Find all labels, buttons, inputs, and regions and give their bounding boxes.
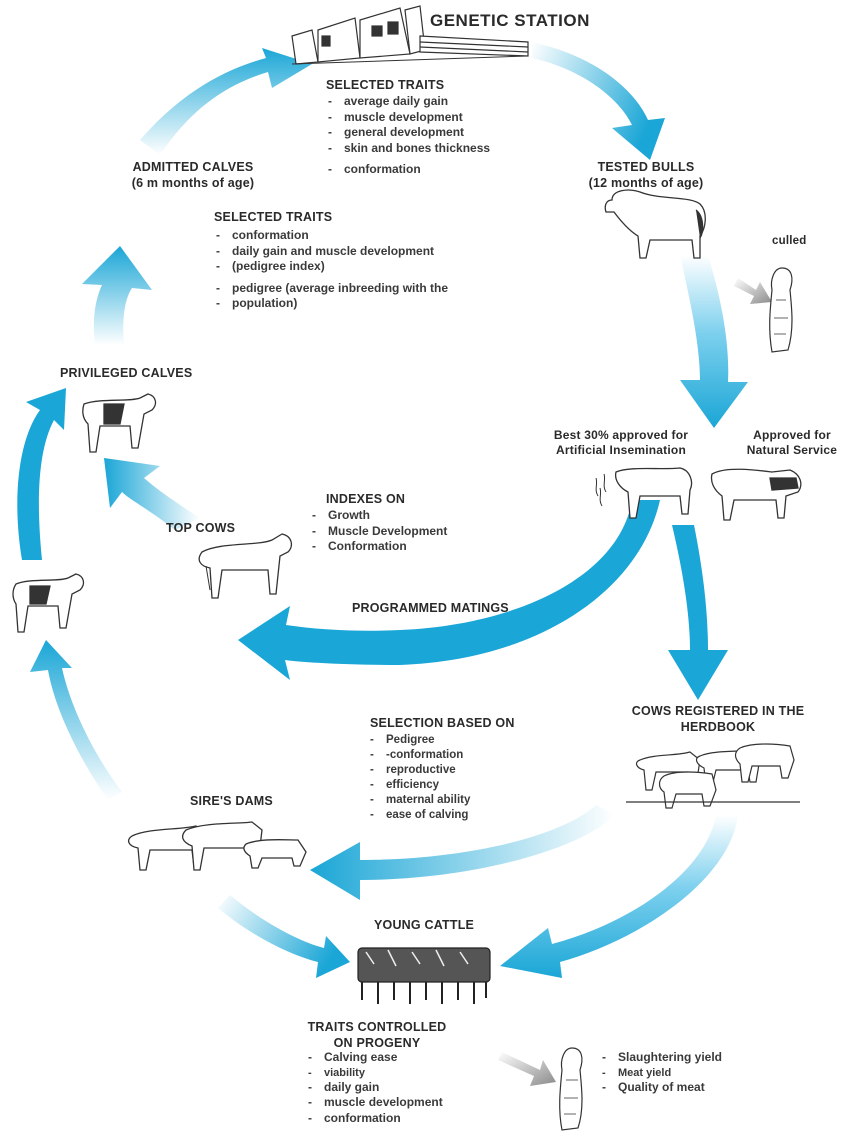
top-cows-index: Conformation <box>310 539 447 555</box>
calf-selection-trait: pedigree (average inbreeding with the <box>214 281 448 297</box>
dam-selection-criterion: reproductive <box>368 763 470 778</box>
admitted-calves-label: ADMITTED CALVES (6 m months of age) <box>108 160 278 191</box>
sires-dams-cows-icon <box>127 821 307 871</box>
calf-selection-heading: SELECTED TRAITS <box>214 210 333 224</box>
calf-selection-trait: daily gain and muscle development <box>214 244 448 260</box>
top-cows-index: Muscle Development <box>310 524 447 540</box>
calf-selection-traits: conformation daily gain and muscle devel… <box>214 228 448 312</box>
programmed-matings-label: PROGRAMMED MATINGS <box>352 601 509 615</box>
ai-bull-icon <box>595 467 693 519</box>
herdbook-line2: HERDBOOK <box>680 719 756 734</box>
progeny-trait: muscle development <box>306 1095 443 1111</box>
calf-selection-trait-continued: (pedigree index) <box>214 259 448 275</box>
station-trait: muscle development <box>326 110 490 126</box>
progeny-heading-line2: ON PROGENY <box>333 1035 421 1050</box>
top-cows-title: TOP COWS <box>166 521 236 535</box>
carcass-icon <box>559 1047 583 1131</box>
arrow-bulls-to-approval <box>680 255 748 428</box>
arrow-culled <box>734 278 772 304</box>
station-trait: average daily gain <box>326 94 490 110</box>
ai-approved-line1: Best 30% approved for <box>553 428 689 442</box>
ai-approved-line2: Artificial Insemination <box>556 443 686 457</box>
arrow-siredams-to-young <box>218 895 350 978</box>
dam-selection-criterion-continued: efficiency <box>368 778 470 793</box>
culled-label: culled <box>772 235 807 247</box>
carcass-trait: Slaughtering yield <box>600 1050 722 1066</box>
tested-bull-icon <box>604 189 706 259</box>
progeny-trait: conformation <box>306 1111 443 1127</box>
progeny-trait: daily gain <box>306 1080 443 1096</box>
tested-bulls-subtitle: (12 months of age) <box>588 175 704 190</box>
admitted-calves-title: ADMITTED CALVES <box>132 160 254 174</box>
lower-calf-icon <box>12 573 85 633</box>
progeny-heading-line1: TRAITS CONTROLLED <box>307 1020 447 1034</box>
genetic-station-building-icon <box>291 5 529 65</box>
carcass-traits-list: Slaughtering yield Meat yield Quality of… <box>600 1050 722 1095</box>
progeny-traits-list: Calving ease viability daily gain muscle… <box>306 1050 443 1127</box>
carcass-trait: Meat yield <box>600 1066 722 1081</box>
arrow-topcows-to-privileged <box>104 458 200 530</box>
arrow-calves-to-station <box>140 48 312 155</box>
admitted-calves-subtitle: (6 m months of age) <box>131 175 255 190</box>
top-cow-icon <box>198 533 293 599</box>
calf-selection-trait-continued: population) <box>214 296 448 312</box>
ai-approved-label: Best 30% approved for Artificial Insemin… <box>536 428 706 458</box>
calf-selection-trait: conformation <box>214 228 448 244</box>
station-trait: skin and bones thickness <box>326 141 490 157</box>
privileged-calf-icon <box>82 393 157 453</box>
young-cattle-title: YOUNG CATTLE <box>374 918 475 932</box>
herdbook-label: COWS REGISTERED IN THE HERDBOOK <box>616 704 820 735</box>
ns-approved-line2: Natural Service <box>746 443 838 457</box>
young-cattle-herd-icon <box>357 947 491 1004</box>
top-cows-index: Growth <box>310 508 447 524</box>
natural-service-bull-icon <box>710 468 802 521</box>
sires-dams-title: SIRE'S DAMS <box>190 794 273 808</box>
progeny-trait: Calving ease <box>306 1050 443 1066</box>
station-traits-heading: SELECTED TRAITS <box>326 78 445 92</box>
ns-approved-line1: Approved for <box>753 428 831 442</box>
progeny-heading: TRAITS CONTROLLED ON PROGENY <box>292 1020 462 1051</box>
dam-selection-criterion: -conformation <box>368 748 470 763</box>
top-cows-indexes-list: Growth Muscle Development Conformation <box>310 508 447 555</box>
arrow-programmed-matings <box>238 500 660 680</box>
tested-bulls-title: TESTED BULLS <box>597 160 695 174</box>
progeny-trait: viability <box>306 1066 443 1081</box>
tested-bulls-label: TESTED BULLS (12 months of age) <box>576 160 716 191</box>
dam-selection-criteria: Pedigree -conformation reproductive effi… <box>368 733 470 823</box>
herdbook-line1: COWS REGISTERED IN THE <box>631 704 805 718</box>
arrow-left-loop-upper <box>17 388 66 560</box>
arrow-bulls-to-herdbook <box>668 525 728 700</box>
privileged-calves-title: PRIVILEGED CALVES <box>60 366 193 380</box>
herdbook-cows-icon <box>626 743 800 809</box>
arrow-station-to-bulls <box>532 42 665 160</box>
dam-selection-heading: SELECTION BASED ON <box>370 716 515 730</box>
dam-selection-criterion: Pedigree <box>368 733 470 748</box>
station-traits-list: average daily gain muscle development ge… <box>326 94 490 178</box>
top-cows-indexes-heading: INDEXES ON <box>326 492 406 506</box>
arrow-left-loop-lower <box>30 640 122 800</box>
carcass-trait: Quality of meat <box>600 1080 722 1096</box>
arrow-carcass <box>498 1052 556 1086</box>
ns-approved-label: Approved for Natural Service <box>736 428 848 458</box>
station-trait: general development <box>326 125 490 141</box>
dam-selection-criterion: maternal ability <box>368 793 470 808</box>
arrow-privileged-to-admitted <box>82 246 152 345</box>
station-trait: conformation <box>326 162 490 178</box>
genetic-station-title: GENETIC STATION <box>430 11 590 30</box>
arrow-herdbook-to-young <box>500 815 738 978</box>
dam-selection-criterion: ease of calving <box>368 808 470 823</box>
arrow-herdbook-to-siredams <box>310 805 615 900</box>
culled-carcass-icon <box>769 267 793 353</box>
